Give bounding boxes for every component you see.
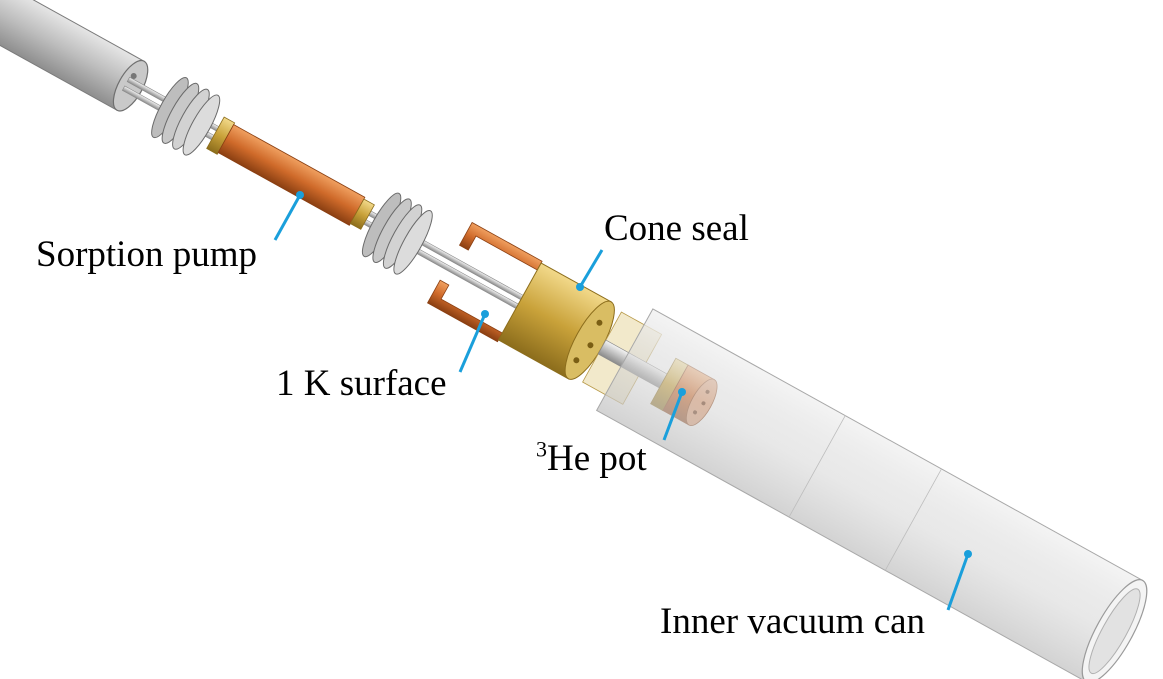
callout-dot-cone-seal (576, 283, 584, 291)
label-cone-seal: Cone seal (604, 208, 749, 249)
one-k-surface (426, 221, 543, 343)
callout-cone-seal (578, 249, 604, 288)
label-he3-pot: 3He pot (536, 436, 647, 479)
inner-vacuum-can (595, 308, 1148, 679)
label-one-k-surface: 1 K surface (276, 363, 447, 404)
callout-sorption-pump (273, 194, 302, 241)
label-sorption-pump: Sorption pump (36, 234, 257, 275)
he3-pot-text: He pot (547, 438, 647, 479)
callout-dot-one-k-surface (481, 310, 489, 318)
callout-one-k-surface (458, 313, 487, 373)
callout-lines (273, 191, 972, 611)
label-inner-vacuum-can: Inner vacuum can (660, 601, 926, 642)
callout-dot-he3-pot (678, 388, 686, 396)
baffle-stack-lower (361, 192, 433, 275)
sorption-pump (206, 116, 375, 230)
he3-superscript: 3 (536, 436, 547, 462)
callout-he3-pot (662, 391, 684, 441)
callout-dot-sorption-pump (296, 191, 304, 199)
upper-tube (0, 0, 149, 112)
baffle-stack-upper (151, 77, 221, 156)
callout-dot-inner-vacuum-can (964, 550, 972, 558)
callout-inner-vacuum-can (946, 553, 970, 611)
